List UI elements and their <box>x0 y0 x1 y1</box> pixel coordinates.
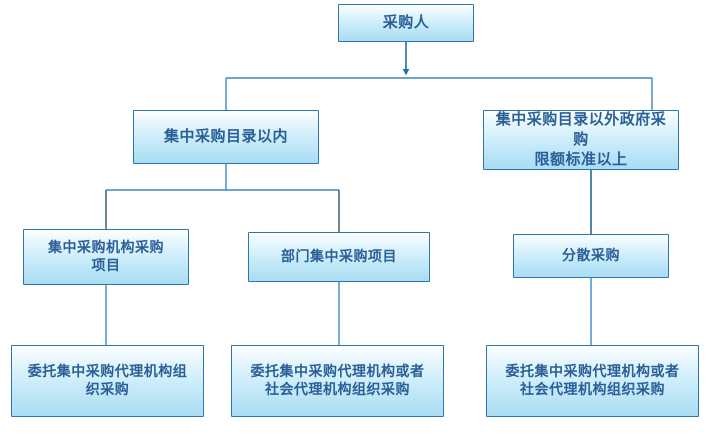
node-within-catalog[interactable]: 集中采购目录以内 <box>133 110 319 164</box>
node-purchaser[interactable]: 采购人 <box>338 4 474 42</box>
node-entrust-centralized-or-social-agency-middle-label: 委托集中采购代理机构或者 社会代理机构组织采购 <box>250 363 425 398</box>
node-entrust-centralized-agency[interactable]: 委托集中采购代理机构组 织采购 <box>11 345 204 417</box>
node-decentralized-procurement[interactable]: 分散采购 <box>513 234 669 278</box>
node-entrust-centralized-or-social-agency-right[interactable]: 委托集中采购代理机构或者 社会代理机构组织采购 <box>486 345 699 417</box>
node-centralized-agency-project[interactable]: 集中采购机构采购 项目 <box>23 229 189 285</box>
node-within-catalog-label: 集中采购目录以内 <box>163 127 288 146</box>
node-outside-catalog-above-threshold-label: 集中采购目录以外政府采购 限额标准以上 <box>495 110 667 168</box>
node-department-centralized-project[interactable]: 部门集中采购项目 <box>248 232 430 282</box>
node-outside-catalog-above-threshold[interactable]: 集中采购目录以外政府采购 限额标准以上 <box>483 110 679 170</box>
node-entrust-centralized-or-social-agency-right-label: 委托集中采购代理机构或者 社会代理机构组织采购 <box>505 363 680 398</box>
node-centralized-agency-project-label: 集中采购机构采购 项目 <box>48 239 164 274</box>
node-decentralized-procurement-label: 分散采购 <box>562 247 620 264</box>
node-entrust-centralized-or-social-agency-middle[interactable]: 委托集中采购代理机构或者 社会代理机构组织采购 <box>231 345 444 417</box>
node-entrust-centralized-agency-label: 委托集中采购代理机构组 织采购 <box>27 363 188 398</box>
node-department-centralized-project-label: 部门集中采购项目 <box>281 248 397 265</box>
node-purchaser-label: 采购人 <box>382 13 430 32</box>
